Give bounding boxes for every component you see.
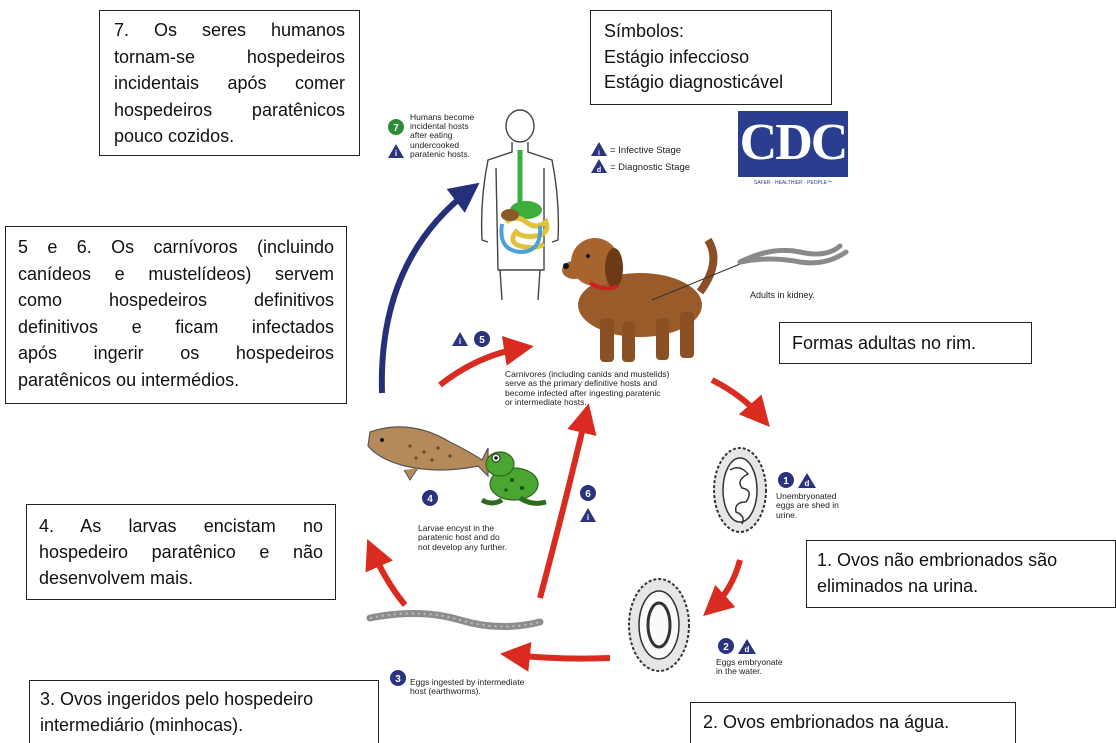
- box-eggs-unembryonated-line: eliminados na urina.: [817, 573, 1105, 599]
- box-symbols: Símbolos: Estágio infeccioso Estágio dia…: [590, 10, 832, 105]
- box-adults-text: Formas adultas no rim.: [792, 323, 1019, 363]
- badge-group-2: 2 d: [716, 636, 758, 656]
- badge-group-1: 1 d: [776, 470, 818, 490]
- badge-group-7: 7 i: [386, 118, 408, 164]
- legend-infective-label: = Infective Stage: [610, 146, 681, 157]
- badge-group-6: 6 i: [578, 484, 600, 526]
- box-eggs-embryonated-text: 2. Ovos embrionados na água.: [703, 703, 1003, 741]
- frog-illustration: [482, 452, 546, 503]
- badge-5-number: 5: [479, 335, 485, 346]
- dog-illustration: [562, 238, 713, 362]
- legend-diagnostic-symbol: d: [597, 167, 601, 174]
- unembryonated-note-line: urine.: [776, 511, 839, 520]
- box-carnivores-line: paratênicos ou intermédios.: [18, 367, 334, 394]
- unembryonated-note: Unembryonated eggs are shed in urine.: [776, 492, 839, 520]
- humans-note-line: paratenic hosts.: [410, 150, 474, 159]
- badge-6-number: 6: [585, 489, 591, 500]
- box-symbols-title: Símbolos:: [604, 19, 818, 45]
- badge-6-infective-symbol: i: [587, 513, 589, 522]
- box-eggs-unembryonated-line: 1. Ovos não embrionados são: [817, 547, 1105, 573]
- carnivores-note-line: or intermediate hosts.: [505, 398, 669, 407]
- box-symbols-line: Estágio infeccioso: [604, 45, 818, 71]
- badge-3-number: 3: [395, 674, 401, 685]
- carnivores-note: Carnivores (including canids and musteli…: [505, 370, 669, 408]
- badge-5-infective-symbol: i: [459, 337, 461, 346]
- badge-2-number: 2: [723, 642, 729, 653]
- human-digestive-tract: [501, 150, 547, 252]
- box-symbols-line: Estágio diagnosticável: [604, 70, 818, 96]
- box-humans-line: pouco cozidos.: [114, 123, 345, 150]
- cdc-logo-text: CDC: [738, 112, 848, 174]
- box-carnivores-line: definitivos e ficam infectados: [18, 314, 334, 341]
- unembryonated-egg: [714, 448, 766, 532]
- humans-note: Humans become incidental hosts after eat…: [410, 113, 474, 159]
- arrow-worm-to-fish: [372, 550, 405, 605]
- box-carnivores-line: após ingerir os hospedeiros: [18, 340, 334, 367]
- cdc-logo-tagline: SAFER · HEALTHIER · PEOPLE™: [738, 179, 848, 187]
- box-humans-line: incidentais após comer: [114, 70, 345, 97]
- box-adults: Formas adultas no rim.: [779, 322, 1032, 364]
- badge-7-infective-symbol: i: [395, 149, 397, 158]
- badge-1-number: 1: [783, 476, 789, 487]
- embryonate-note-line: in the water.: [716, 667, 783, 676]
- arrow-egg2-to-worm: [512, 655, 610, 659]
- badge-4-number: 4: [427, 494, 433, 505]
- box-larvae: 4. As larvas encistam no hospedeiro para…: [26, 504, 336, 600]
- box-carnivores-line: como hospedeiros definitivos: [18, 287, 334, 314]
- box-humans-line: tornam-se hospedeiros: [114, 44, 345, 71]
- box-carnivores-line: 5 e 6. Os carnívoros (incluindo: [18, 234, 334, 261]
- box-larvae-line: desenvolvem mais.: [39, 565, 323, 591]
- embryonate-note: Eggs embryonate in the water.: [716, 658, 783, 677]
- embryonated-egg: [629, 579, 689, 671]
- badge-2-diagnostic-symbol: d: [745, 645, 750, 654]
- earthworm: [370, 613, 540, 626]
- legend-infective-symbol: i: [598, 150, 600, 157]
- box-eggs-ingested-line: 3. Ovos ingeridos pelo hospedeiro: [40, 686, 368, 712]
- box-eggs-ingested-line: intermediário (minhocas).: [40, 712, 368, 738]
- box-eggs-ingested: 3. Ovos ingeridos pelo hospedeiro interm…: [29, 680, 379, 743]
- box-eggs-unembryonated: 1. Ovos não embrionados são eliminados n…: [806, 540, 1116, 608]
- arrow-egg1-to-egg2: [712, 560, 740, 608]
- badge-7-number: 7: [393, 123, 399, 134]
- larvae-note-line: not develop any further.: [418, 543, 507, 552]
- larvae-note: Larvae encyst in the paratenic host and …: [418, 524, 507, 552]
- box-humans: 7. Os seres humanos tornam-se hospedeiro…: [99, 10, 360, 156]
- legend-symbols: i d: [589, 140, 609, 176]
- fish-illustration: [368, 427, 488, 480]
- adults-note: Adults in kidney.: [750, 290, 815, 301]
- badge-group-3: 3: [388, 668, 408, 688]
- arrow-fish-to-human: [382, 190, 470, 393]
- box-larvae-line: hospedeiro paratênico e não: [39, 539, 323, 565]
- box-humans-line: hospedeiros paratênicos: [114, 97, 345, 124]
- adult-worm: [740, 246, 846, 263]
- badge-group-5: i 5: [450, 330, 494, 350]
- badge-1-diagnostic-symbol: d: [805, 479, 810, 488]
- box-carnivores-line: canídeos e mustelídeos) servem: [18, 261, 334, 288]
- arrow-dog-to-egg1: [712, 380, 762, 418]
- box-eggs-embryonated: 2. Ovos embrionados na água.: [690, 702, 1016, 743]
- badge-group-4: 4: [420, 488, 440, 508]
- ingested-note-line: host (earthworms).: [410, 687, 524, 696]
- box-carnivores: 5 e 6. Os carnívoros (incluindo canídeos…: [5, 226, 347, 404]
- ingested-note: Eggs ingested by intermediate host (eart…: [410, 678, 524, 697]
- box-humans-line: 7. Os seres humanos: [114, 17, 345, 44]
- legend-diagnostic-label: = Diagnostic Stage: [610, 163, 690, 174]
- box-larvae-line: 4. As larvas encistam no: [39, 513, 323, 539]
